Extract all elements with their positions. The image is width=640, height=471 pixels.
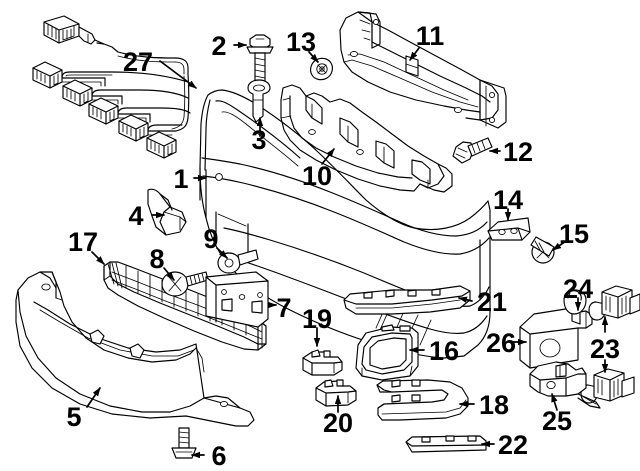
callout-5[interactable]: 5	[66, 402, 81, 432]
callout-numbers: 1 2 3 4 5 6 7 8 9 10 11 12 13 14 15 16 1…	[66, 21, 620, 471]
part-lower-side-trim	[376, 379, 469, 421]
callout-21[interactable]: 21	[477, 287, 507, 317]
part-bumper-reinforcement-beam	[339, 11, 507, 129]
part-spoiler-mounting-bolt	[171, 427, 197, 459]
callout-10[interactable]: 10	[302, 161, 332, 191]
part-grille-screw	[161, 271, 209, 297]
harness-connector-3	[88, 97, 119, 125]
part-park-assist-sensor-upper	[588, 285, 640, 321]
part-fog-lamp-bezel	[355, 324, 419, 381]
callout-23[interactable]: 23	[590, 334, 620, 364]
callout-15[interactable]: 15	[559, 219, 589, 249]
callout-14[interactable]: 14	[493, 185, 523, 215]
callout-25[interactable]: 25	[542, 406, 572, 436]
callout-26[interactable]: 26	[486, 328, 516, 358]
part-push-pin-rivet	[247, 79, 271, 123]
callout-24[interactable]: 24	[563, 274, 593, 304]
part-round-retainer-clip	[310, 57, 333, 81]
callout-19[interactable]: 19	[302, 304, 332, 334]
callout-12[interactable]: 12	[503, 137, 533, 167]
callout-6[interactable]: 6	[211, 441, 226, 471]
callout-22[interactable]: 22	[498, 430, 528, 460]
callout-20[interactable]: 20	[323, 408, 353, 438]
callout-4[interactable]: 4	[128, 201, 143, 231]
part-park-assist-wiring-harness	[32, 15, 191, 159]
part-tow-hook-cover-cap	[147, 188, 187, 236]
callout-1[interactable]: 1	[173, 164, 188, 194]
part-upper-side-molding	[343, 285, 471, 315]
part-plate-bracket-screw	[217, 249, 259, 274]
callout-9[interactable]: 9	[203, 224, 218, 254]
part-sensor-retainer-bracket	[529, 361, 601, 409]
harness-connector-5	[146, 131, 177, 159]
part-sensor-mounting-plate	[519, 307, 593, 369]
callout-11[interactable]: 11	[416, 21, 445, 51]
callout-16[interactable]: 16	[429, 336, 459, 366]
harness-connector-2	[62, 79, 93, 107]
callout-8[interactable]: 8	[149, 244, 164, 274]
callout-18[interactable]: 18	[479, 390, 509, 420]
part-front-air-dam-spoiler	[15, 271, 255, 427]
callout-7[interactable]: 7	[276, 293, 291, 323]
part-bracket-screw	[530, 236, 555, 264]
harness-connector-4	[118, 114, 149, 142]
part-reinforcement-bolt	[452, 137, 493, 164]
callout-leaders	[86, 41, 609, 459]
part-lower-filler-strip	[405, 435, 487, 453]
harness-main-connector	[43, 15, 105, 45]
part-park-assist-sensor-lower	[580, 368, 635, 404]
part-side-mounting-bracket	[487, 217, 531, 241]
part-bumper-absorber-foam	[280, 84, 453, 193]
part-license-plate-bracket	[205, 271, 269, 328]
harness-connector-1	[32, 61, 63, 89]
callout-17[interactable]: 17	[68, 227, 98, 257]
callout-2[interactable]: 2	[211, 31, 226, 61]
callout-13[interactable]: 13	[286, 27, 316, 57]
callout-3[interactable]: 3	[251, 125, 266, 155]
part-upper-retainer-clip	[302, 349, 343, 376]
part-lower-retainer-clip	[315, 379, 357, 407]
callout-27[interactable]: 27	[123, 47, 153, 77]
